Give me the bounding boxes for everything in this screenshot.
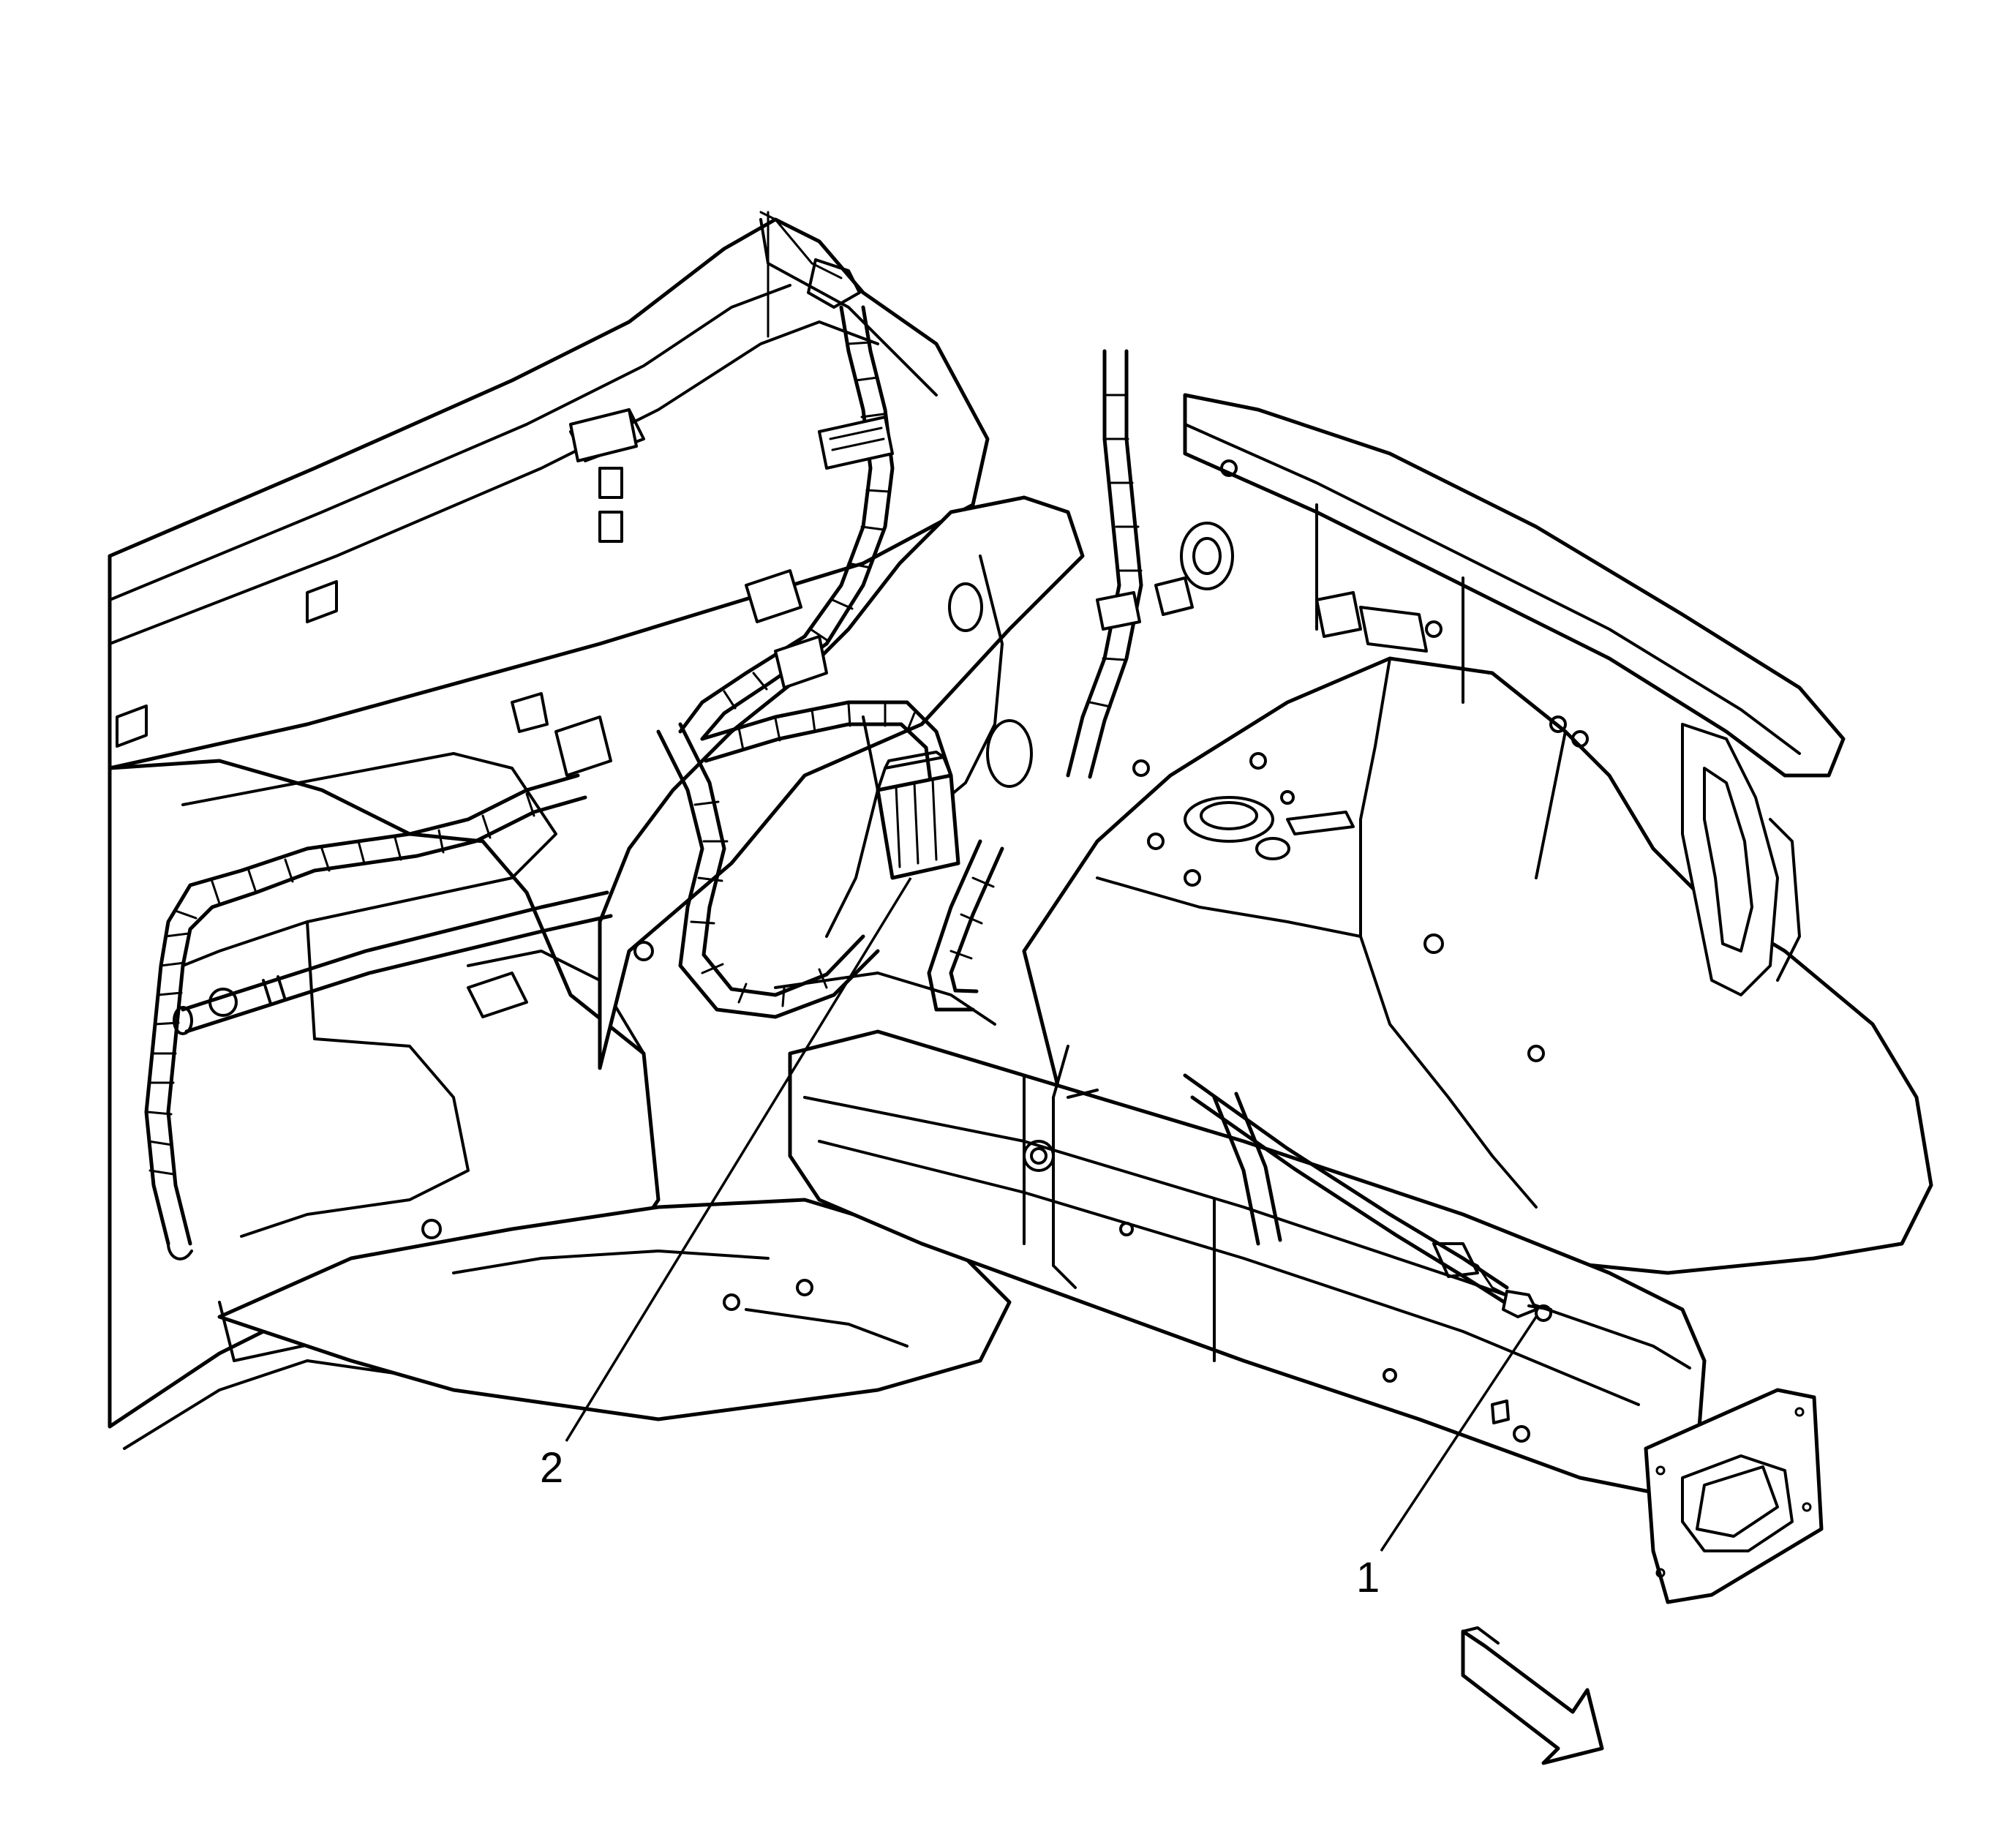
callout-2-leader xyxy=(565,877,912,1442)
lower-crossmember xyxy=(217,1198,1012,1421)
bumper-mount-bracket xyxy=(1644,1388,1824,1604)
harness-connector-callout-2 xyxy=(876,751,960,880)
right-upper-rail xyxy=(1180,393,1846,996)
left-small-details xyxy=(467,408,654,1018)
wiring-harness-left xyxy=(144,773,587,1260)
view-direction-arrow-icon xyxy=(1461,1626,1604,1765)
left-hose xyxy=(173,890,613,1035)
ground-terminal-callout-1 xyxy=(1462,1257,1552,1322)
lower-right-hoses xyxy=(1183,1073,1513,1309)
upper-cross-beam xyxy=(108,211,990,770)
callout-1-leader xyxy=(1380,1316,1538,1552)
harness-connectors xyxy=(511,416,1194,777)
callout-2-label: 2 xyxy=(540,1444,564,1492)
callout-1-label: 1 xyxy=(1356,1554,1380,1601)
